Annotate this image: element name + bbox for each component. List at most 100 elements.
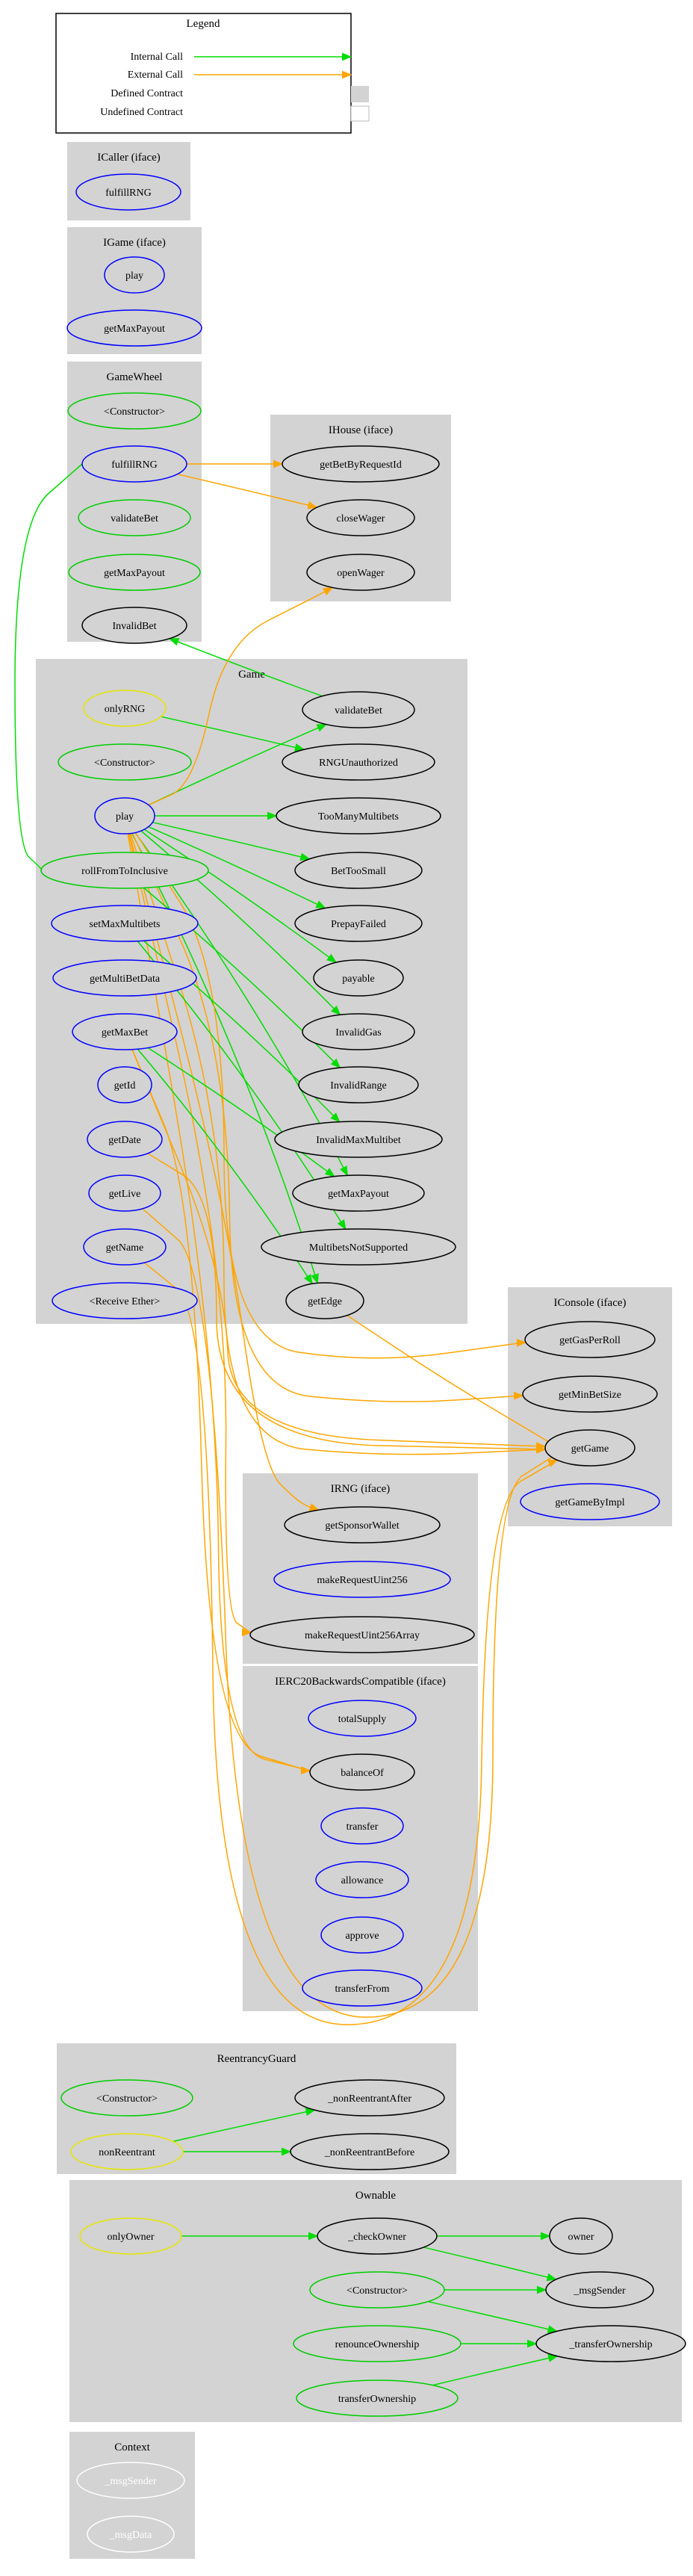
node-ow-transferownership-int-ellipse[interactable] [535,2325,686,2362]
node-g-getmaxbet-ellipse[interactable] [72,1013,178,1050]
node-g-invalidmaxmultibet[interactable]: InvalidMaxMultibet [274,1121,443,1158]
node-ctx-msgsender-ellipse[interactable] [76,2462,185,2499]
node-gw-constructor-ellipse[interactable] [67,392,202,430]
node-ie-balanceof-ellipse[interactable] [309,1753,415,1791]
node-ow-owner-ellipse[interactable] [549,2217,613,2255]
node-ic-getminbetsize[interactable]: getMinBetSize [522,1375,658,1413]
node-ic-getminbetsize-ellipse[interactable] [522,1375,658,1413]
node-ow-transferownership-int[interactable]: _transferOwnership [535,2325,686,2362]
node-ih-openwager-ellipse[interactable] [306,554,415,591]
node-gw-constructor[interactable]: <Constructor> [67,392,202,430]
node-gw-validatebet[interactable]: validateBet [78,499,191,536]
node-ow-onlyowner-ellipse[interactable] [79,2217,182,2255]
node-g-getname-ellipse[interactable] [83,1228,167,1266]
node-gw-fulfillrng-ellipse[interactable] [81,445,187,483]
node-g-receive[interactable]: <Receive Ether> [52,1282,198,1319]
node-g-getid-ellipse[interactable] [97,1066,152,1103]
node-g-getmultibetdata[interactable]: getMultiBetData [52,959,197,997]
node-ie-transfer-ellipse[interactable] [320,1807,404,1845]
node-gw-fulfillrng[interactable]: fulfillRNG [81,445,187,483]
node-ie-balanceof[interactable]: balanceOf [309,1753,415,1791]
node-g-rngunauthorized-ellipse[interactable] [282,743,435,781]
node-ic-getgamebyimpl[interactable]: getGameByImpl [520,1483,660,1520]
node-g-setmaxmultibets-ellipse[interactable] [51,905,199,942]
node-ic-getgame[interactable]: getGame [544,1429,635,1467]
node-g-constructor-ellipse[interactable] [58,743,192,781]
node-gw-getmaxpayout[interactable]: getMaxPayout [68,554,201,591]
node-ow-renounceownership-ellipse[interactable] [293,2325,462,2362]
node-g-getdate-ellipse[interactable] [87,1121,163,1158]
node-g-constructor[interactable]: <Constructor> [58,743,192,781]
node-igame-getmaxpayout-ellipse[interactable] [66,309,202,347]
node-gw-getmaxpayout-ellipse[interactable] [68,554,201,591]
node-ih-closewager-ellipse[interactable] [306,499,415,536]
node-g-getid[interactable]: getId [97,1066,152,1103]
node-ow-checkowner-ellipse[interactable] [317,2217,438,2255]
node-icaller-fulfillrng-ellipse[interactable] [75,173,181,211]
node-g-rollfromtoinclusive-ellipse[interactable] [40,852,209,889]
node-ic-getgasperroll[interactable]: getGasPerRoll [524,1321,656,1358]
node-ie-transferfrom-ellipse[interactable] [302,1969,423,2007]
node-ih-closewager[interactable]: closeWager [306,499,415,536]
node-ctx-msgdata-ellipse[interactable] [87,2515,175,2553]
node-g-getlive[interactable]: getLive [88,1174,161,1212]
node-ie-allowance[interactable]: allowance [315,1861,409,1898]
node-ow-checkowner[interactable]: _checkOwner [317,2217,438,2255]
node-g-invalidgas-ellipse[interactable] [302,1013,415,1050]
node-ow-constructor-ellipse[interactable] [309,2271,445,2309]
node-rg-nonreentrant-ellipse[interactable] [70,2133,184,2170]
node-ic-getgasperroll-ellipse[interactable] [524,1321,656,1358]
node-g-getdate[interactable]: getDate [87,1121,163,1158]
node-g-payable-ellipse[interactable] [313,959,404,997]
node-ic-getgamebyimpl-ellipse[interactable] [520,1483,660,1520]
node-ic-getgame-ellipse[interactable] [544,1429,635,1467]
node-gw-validatebet-ellipse[interactable] [78,499,191,536]
node-gw-invalidbet[interactable]: InvalidBet [81,607,187,644]
node-g-validatebet-ellipse[interactable] [302,691,415,728]
node-g-toomanymultibets[interactable]: TooManyMultibets [276,797,441,835]
node-g-bettoosmall[interactable]: BetTooSmall [294,852,423,889]
node-rg-nonreentrant[interactable]: nonReentrant [70,2133,184,2170]
node-g-play[interactable]: play [94,797,155,835]
node-g-invalidrange-ellipse[interactable] [298,1066,419,1103]
node-ow-transferownership-ellipse[interactable] [296,2380,459,2417]
node-ow-renounceownership[interactable]: renounceOwnership [293,2325,462,2362]
node-ctx-msgsender[interactable]: _msgSender [76,2462,185,2499]
node-g-validatebet[interactable]: validateBet [302,691,415,728]
node-ir-makerequestuint256[interactable]: makeRequestUint256 [273,1561,451,1598]
node-g-getedge-ellipse[interactable] [285,1282,364,1319]
node-ie-allowance-ellipse[interactable] [315,1861,409,1898]
node-ie-approve-ellipse[interactable] [320,1916,404,1954]
node-g-bettoosmall-ellipse[interactable] [294,852,423,889]
node-ow-transferownership[interactable]: transferOwnership [296,2380,459,2417]
node-ie-transferfrom[interactable]: transferFrom [302,1969,423,2007]
node-ow-constructor[interactable]: <Constructor> [309,2271,445,2309]
node-ir-getsponsorwallet-ellipse[interactable] [284,1506,441,1544]
node-g-payable[interactable]: payable [313,959,404,997]
node-ow-msgsender[interactable]: _msgSender [545,2271,654,2309]
node-rg-after[interactable]: _nonReentrantAfter [294,2079,445,2117]
node-g-getmaxpayout[interactable]: getMaxPayout [292,1174,425,1212]
node-ow-owner[interactable]: owner [549,2217,613,2255]
node-g-onlyrng-ellipse[interactable] [83,690,167,727]
node-g-prepayfailed-ellipse[interactable] [294,905,423,942]
node-ie-approve[interactable]: approve [320,1916,404,1954]
node-ow-msgsender-ellipse[interactable] [545,2271,654,2309]
node-g-getedge[interactable]: getEdge [285,1282,364,1319]
node-g-onlyrng[interactable]: onlyRNG [83,690,167,727]
node-rg-before-ellipse[interactable] [290,2133,450,2170]
node-gw-invalidbet-ellipse[interactable] [81,607,187,644]
node-ih-getbetbyrequestid-ellipse[interactable] [282,445,440,483]
node-g-setmaxmultibets[interactable]: setMaxMultibets [51,905,199,942]
node-ir-makerequestuint256array[interactable]: makeRequestUint256Array [249,1616,475,1653]
node-ctx-msgdata[interactable]: _msgData [87,2515,175,2553]
node-igame-play-ellipse[interactable] [104,256,165,294]
node-ie-totalsupply-ellipse[interactable] [308,1700,417,1737]
node-g-getmaxbet[interactable]: getMaxBet [72,1013,178,1050]
node-g-multibetsnotsupported-ellipse[interactable] [261,1228,456,1266]
node-g-invalidmaxmultibet-ellipse[interactable] [274,1121,443,1158]
node-igame-getmaxpayout[interactable]: getMaxPayout [66,309,202,347]
node-rg-constructor-ellipse[interactable] [60,2079,193,2117]
node-g-multibetsnotsupported[interactable]: MultibetsNotSupported [261,1228,456,1266]
node-ir-makerequestuint256-ellipse[interactable] [273,1561,451,1598]
